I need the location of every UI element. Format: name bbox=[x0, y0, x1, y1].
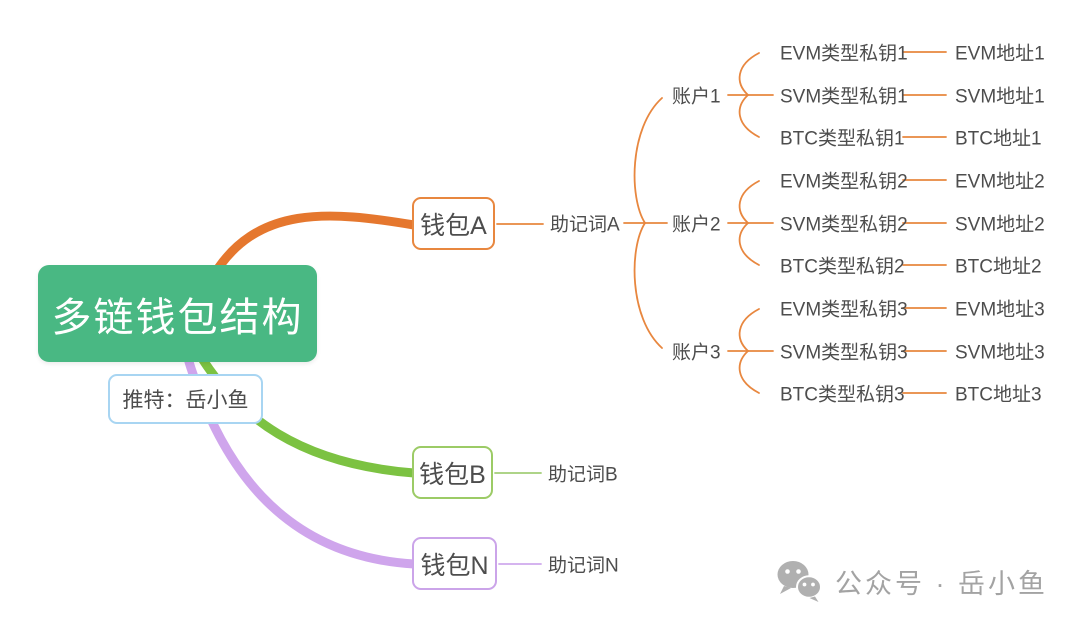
node-mnemonic-b[interactable]: 助记词B bbox=[548, 464, 618, 486]
node-account-2[interactable]: 账户2 bbox=[672, 214, 721, 236]
node-key[interactable]: SVM类型私钥2 bbox=[780, 214, 908, 236]
node-mnemonic-n[interactable]: 助记词N bbox=[548, 555, 619, 577]
node-wallet-b[interactable]: 钱包B bbox=[412, 446, 493, 499]
node-address[interactable]: EVM地址1 bbox=[955, 43, 1045, 65]
node-key[interactable]: EVM类型私钥2 bbox=[780, 171, 908, 193]
node-key[interactable]: BTC类型私钥3 bbox=[780, 384, 905, 406]
root-node-label: 多链钱包结构 bbox=[51, 295, 304, 340]
node-account-1[interactable]: 账户1 bbox=[672, 86, 721, 108]
branch-wallet-a bbox=[207, 211, 419, 283]
node-mnemonic-a[interactable]: 助记词A bbox=[550, 214, 620, 236]
node-account-3[interactable]: 账户3 bbox=[672, 342, 721, 364]
subtitle-node[interactable]: 推特：岳小鱼 bbox=[108, 374, 263, 424]
node-wallet-n[interactable]: 钱包N bbox=[412, 537, 497, 590]
root-node[interactable]: 多链钱包结构 bbox=[38, 265, 317, 362]
node-address[interactable]: SVM地址3 bbox=[955, 342, 1045, 364]
node-address[interactable]: BTC地址1 bbox=[955, 128, 1042, 150]
node-key[interactable]: EVM类型私钥1 bbox=[780, 43, 908, 65]
subtitle-label: 推特：岳小鱼 bbox=[122, 389, 249, 412]
node-key[interactable]: EVM类型私钥3 bbox=[780, 299, 908, 321]
wallet-a-label: 钱包A bbox=[420, 211, 487, 240]
wallet-n-label: 钱包N bbox=[420, 551, 489, 580]
node-address[interactable]: SVM地址2 bbox=[955, 214, 1045, 236]
node-key[interactable]: SVM类型私钥3 bbox=[780, 342, 908, 364]
watermark-text: 公众号 · 岳小鱼 bbox=[835, 569, 1048, 599]
wallet-b-label: 钱包B bbox=[419, 460, 486, 489]
wechat-icon bbox=[776, 560, 822, 603]
node-wallet-a[interactable]: 钱包A bbox=[412, 197, 495, 250]
node-address[interactable]: SVM地址1 bbox=[955, 86, 1045, 108]
node-key[interactable]: SVM类型私钥1 bbox=[780, 86, 908, 108]
node-key[interactable]: BTC类型私钥1 bbox=[780, 128, 905, 150]
node-address[interactable]: EVM地址2 bbox=[955, 171, 1045, 193]
node-address[interactable]: BTC地址3 bbox=[955, 384, 1042, 406]
watermark: 公众号 · 岳小鱼 bbox=[776, 560, 1048, 603]
node-address[interactable]: BTC地址2 bbox=[955, 256, 1042, 278]
node-address[interactable]: EVM地址3 bbox=[955, 299, 1045, 321]
node-key[interactable]: BTC类型私钥2 bbox=[780, 256, 905, 278]
